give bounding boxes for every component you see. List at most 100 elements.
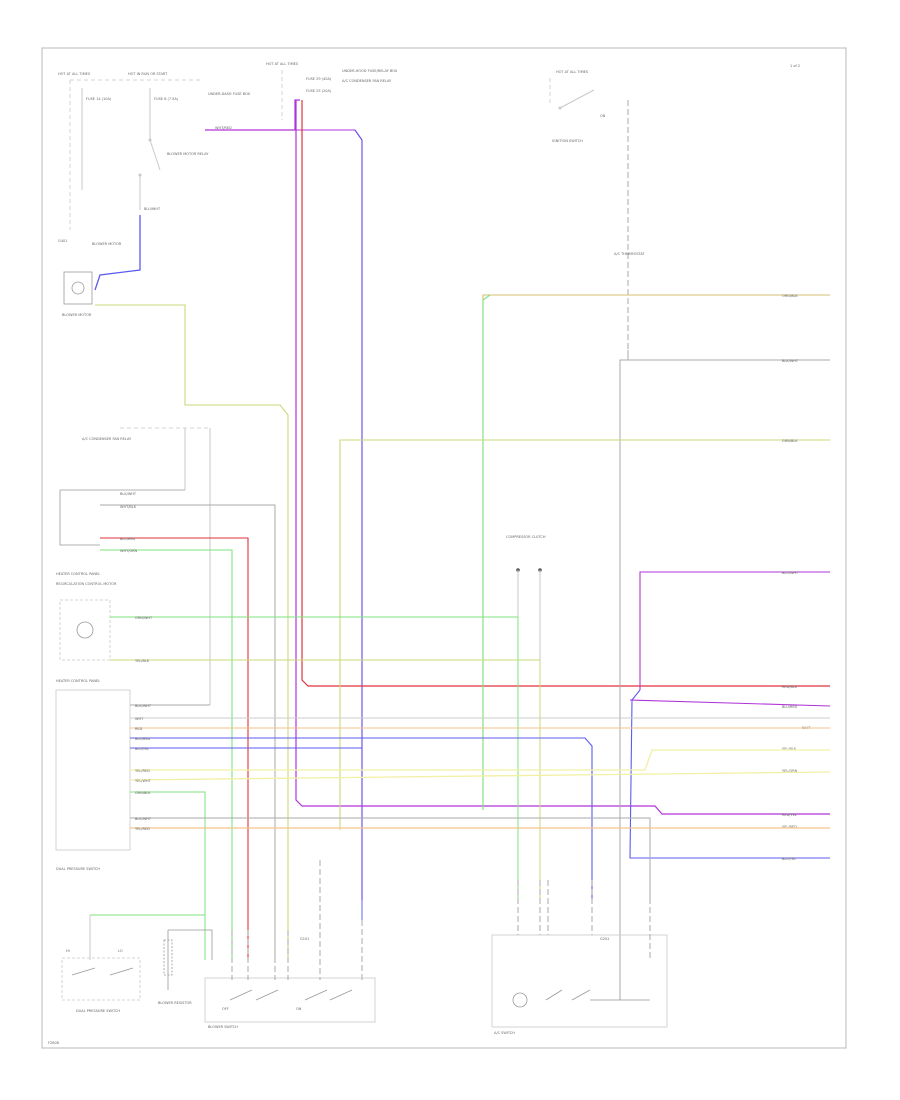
fan-relay-label-top: A/C CONDENSER FAN RELAY (342, 79, 392, 83)
ac-switch-box (491, 934, 668, 1028)
blower-switch-arm-3 (304, 989, 328, 1001)
dps-switch-2 (109, 967, 134, 976)
blower-switch-label: BLOWER SWITCH (208, 1025, 238, 1029)
green-wire-to-switch (100, 549, 233, 960)
blower-motor: BLOWER MOTOR (62, 271, 93, 317)
fan-relay-label: A/C CONDENSER FAN RELAY (82, 437, 132, 441)
blower-switch-off-label: OFF (222, 1007, 229, 1011)
violet-feed-wire (205, 99, 300, 131)
fuse-box-center: HOT AT ALL TIMES FUSE 29 (40A) UNDER-HOO… (215, 62, 398, 130)
right-label-blk-wht: BLK/WHT (782, 359, 799, 363)
yellow-wire-yel-grn (129, 771, 831, 781)
blower-switch-on-label: ON (296, 1007, 302, 1011)
green-wire-recirc (110, 616, 519, 900)
ac-switch-arm-1 (545, 989, 563, 1001)
dual-pressure-switch-label: DUAL PRESSURE SWITCH (56, 867, 100, 871)
ignition-top: HOT AT ALL TIMES IGNITION SWITCH ON A/C … (549, 70, 646, 350)
heater-control-panel: HEATER CONTROL PANEL RECIRCULATION CONTR… (56, 572, 117, 683)
ac-switch-lamp (512, 992, 528, 1008)
heater-control-panel-label: HEATER CONTROL PANEL (56, 572, 100, 576)
right-label-red-yel: RED/YEL (782, 813, 797, 817)
dps-lo-label: LO (118, 949, 123, 953)
fan-relay-bracket (59, 489, 185, 546)
wire-label-blk-wht-low: BLK/WHT (135, 817, 152, 821)
wire-label-red: RED (135, 727, 143, 731)
ac-switch: A/C SWITCH (491, 934, 668, 1035)
relay-contact-top (148, 138, 152, 142)
right-label-org-blk: ORG/BLK (782, 294, 798, 298)
recirculation-unit-label: RECIRCULATION CONTROL MOTOR (56, 582, 117, 586)
ac-thermostat-label: A/C THERMOSTAT (614, 252, 646, 256)
gray-wire-to-resistor (100, 504, 276, 960)
hot-in-run-label-left: HOT IN RUN OR START (128, 72, 168, 76)
blue-right-feed (354, 129, 363, 920)
compressor-clutch-label: COMPRESSOR CLUTCH (506, 535, 546, 539)
fuse-box-left: HOT AT ALL TIMES HOT IN RUN OR START FUS… (58, 72, 251, 291)
recirculation-motor-symbol (76, 621, 94, 639)
hot-at-all-times-label-center: HOT AT ALL TIMES (266, 62, 299, 66)
right-label-grn-blk: GRN/BLK (782, 439, 798, 443)
g101-label: G101 (300, 937, 309, 941)
ignition-switch-label: IGNITION SWITCH (552, 139, 583, 143)
fuse-d-label: FUSE 25 (20A) (306, 89, 332, 93)
blue-wire-panel (130, 737, 593, 900)
control-panel-block (55, 689, 131, 851)
figure-id: F2806 (48, 1041, 59, 1045)
ignition-contact (558, 106, 562, 110)
blower-switch-box (204, 977, 376, 1023)
blower-motor-pin-label: BLOWER MOTOR (92, 242, 122, 246)
green-dps-wire (90, 914, 206, 960)
relay-switch-arm (149, 139, 161, 171)
blower-resistor-label: BLOWER RESISTOR (158, 1001, 192, 1005)
hot-at-all-times-label-left: HOT AT ALL TIMES (58, 72, 91, 76)
wire-label-yel-blk: YEL/BLK (135, 659, 150, 663)
red-main-feed (301, 100, 830, 687)
g201-label: G201 (600, 937, 609, 941)
page-total-label: 1 of 2 (790, 64, 800, 68)
wire-label-blu-red-panel: BLU/RED (135, 737, 151, 741)
recirculation-motor-box (59, 599, 111, 661)
blower-switch: BLOWER SWITCH OFF ON (204, 977, 376, 1029)
blower-motor-label: BLOWER MOTOR (62, 313, 92, 317)
wire-label-wht-red-top: WHT/RED (215, 126, 232, 130)
fuse-box-1-label: UNDER-DASH FUSE BOX (208, 92, 251, 96)
green-wire-org-blk (482, 294, 491, 810)
blower-switch-arm-2 (255, 989, 279, 1001)
gray-wire-red-yel (130, 817, 651, 900)
right-label-blu-wht: BLU/WHT (782, 571, 799, 575)
blower-resistor-body (163, 939, 173, 976)
blue-wire-blower (94, 215, 141, 291)
fan-relay: A/C CONDENSER FAN RELAY BLK/WHT WHT/BLK (59, 304, 289, 960)
wire-label-yel-red: YEL/RED (135, 769, 150, 773)
wire-label-blu-yel: BLU/YEL (135, 747, 149, 751)
fuse-a-label: FUSE 14 (10A) (86, 97, 112, 101)
violet-main-feed (295, 100, 830, 815)
wire-label-blk-wht-mid: BLK/WHT (120, 492, 137, 496)
blower-switch-arm-1 (229, 989, 253, 1001)
right-label-yel-red: YEL/RED (782, 825, 797, 829)
ignition-switch-arm (559, 89, 595, 109)
wire-label-yel-wht: YEL/WHT (135, 779, 152, 783)
blower-motor-symbol (71, 281, 85, 295)
tan-wire-org-blk (482, 294, 830, 810)
gray-wire-blk-wht (619, 350, 629, 1000)
diagram-border (41, 47, 847, 1049)
relay-wire-label: BLU/WHT (144, 207, 161, 211)
wire-label-yel-red-low: YEL/RED (135, 827, 150, 831)
right-label-blu-red: BLU/RED (782, 705, 798, 709)
g401-label: G401 (58, 239, 67, 243)
red-wire-to-switch (100, 537, 249, 960)
yellow-blower-wire (95, 304, 289, 960)
wire-label-grn-wht: GRN/WHT (135, 616, 153, 620)
yellow-wire-yel-blk (130, 749, 830, 771)
blue-wire-blu-wht (629, 689, 830, 859)
wire-label-blk-wht-panel: BLK/WHT (135, 704, 152, 708)
violet-wire-blu-red (629, 699, 831, 707)
dps-switch-1 (71, 967, 96, 976)
hot-at-all-times-label-right: HOT AT ALL TIMES (556, 70, 589, 74)
fuse-box-2-label: UNDER-HOOD FUSE/RELAY BOX (342, 69, 398, 73)
wire-label-blu-red-mid: BLU/RED (120, 537, 136, 541)
compressor-connector: COMPRESSOR CLUTCH (506, 535, 546, 660)
green-wire-panel (130, 791, 206, 915)
